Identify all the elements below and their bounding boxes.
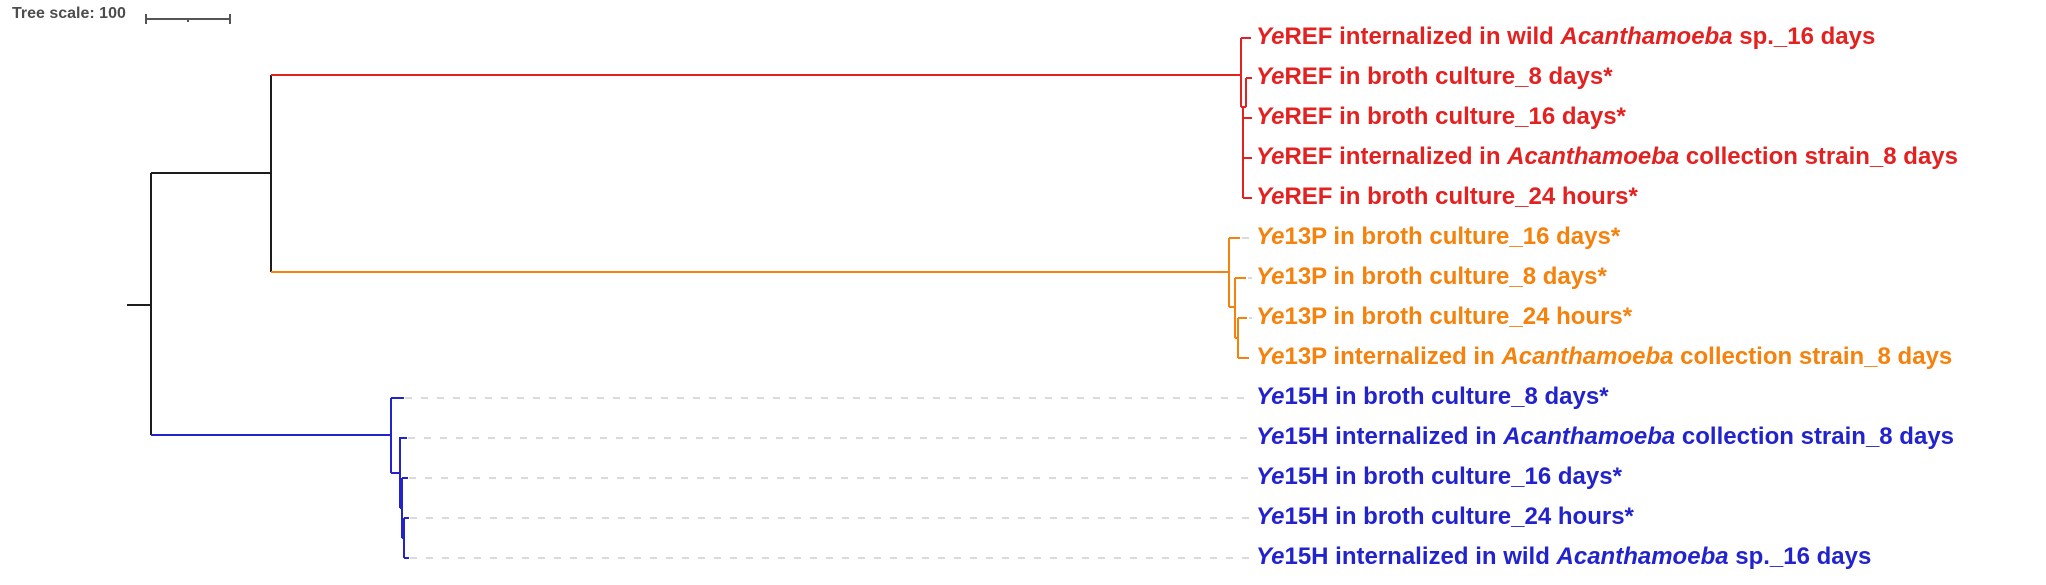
leaf-label-italic-part: Acanthamoeba [1503,422,1676,450]
leaf-label-part: 15H in broth culture_24 hours* [1284,502,1634,530]
leaf-label-italic-part: Ye [1256,542,1285,570]
tree-scale-label: Tree scale: 100 [12,5,126,22]
leaf-label-part: REF in broth culture_16 days* [1284,102,1626,130]
leaf-label-italic-part: Ye [1256,182,1285,210]
leaf-label-italic-part: Ye [1256,102,1285,130]
leaf-label-italic-part: Ye [1256,62,1285,90]
leaf-label-part: REF internalized in [1284,142,1508,170]
leaf-label-yeref-2: YeREF in broth culture_16 days* [1256,103,1626,131]
leaf-label-italic-part: Ye [1256,262,1285,290]
leaf-label-part: REF in broth culture_24 hours* [1284,182,1638,210]
leaf-label-italic-part: Acanthamoeba [1560,22,1733,50]
leaf-label-italic-part: Ye [1256,422,1285,450]
leaf-label-part: 13P in broth culture_24 hours* [1284,302,1633,330]
leaf-label-part: 13P in broth culture_16 days* [1284,222,1621,250]
leaf-label-ye13p-7: Ye13P in broth culture_24 hours* [1256,303,1632,331]
leaf-label-ye13p-6: Ye13P in broth culture_8 days* [1256,263,1607,291]
leaf-label-yeref-3: YeREF internalized in Acanthamoeba colle… [1256,143,1958,171]
leaf-label-part: 15H in broth culture_8 days* [1284,382,1609,410]
leaf-label-part: 15H in broth culture_16 days* [1284,462,1622,490]
leaf-label-italic-part: Ye [1256,302,1285,330]
leaf-label-italic-part: Acanthamoeba [1501,342,1674,370]
leaf-label-part: collection strain_8 days [1673,342,1953,370]
leaf-label-italic-part: Ye [1256,22,1285,50]
leaf-label-italic-part: Ye [1256,142,1285,170]
leaf-label-ye13p-8: Ye13P internalized in Acanthamoeba colle… [1256,343,1952,371]
leaf-label-part: collection strain_8 days [1675,422,1955,450]
leaf-label-part: 13P internalized in [1284,342,1502,370]
leaf-label-italic-part: Acanthamoeba [1556,542,1729,570]
leaf-label-part: 13P in broth culture_8 days* [1284,262,1607,290]
leaf-label-part: 15H internalized in [1284,422,1504,450]
leaf-label-part: REF in broth culture_8 days* [1284,62,1613,90]
leaf-label-yeref-4: YeREF in broth culture_24 hours* [1256,183,1638,211]
leaf-label-ye15h-12: Ye15H in broth culture_24 hours* [1256,503,1634,531]
leaf-label-part: collection strain_8 days [1679,142,1958,170]
leaf-label-ye15h-13: Ye15H internalized in wild Acanthamoeba … [1256,543,1871,571]
leaf-label-italic-part: Ye [1256,342,1285,370]
leaf-label-part: sp._16 days [1728,542,1872,570]
leaf-label-ye15h-11: Ye15H in broth culture_16 days* [1256,463,1622,491]
leaf-label-italic-part: Ye [1256,382,1285,410]
leaf-label-yeref-1: YeREF in broth culture_8 days* [1256,63,1613,91]
leaf-label-italic-part: Ye [1256,462,1285,490]
leaf-label-part: REF internalized in wild [1284,22,1561,50]
leaf-label-italic-part: Ye [1256,502,1285,530]
leaf-label-ye13p-5: Ye13P in broth culture_16 days* [1256,223,1620,251]
leaf-label-italic-part: Acanthamoeba [1507,142,1680,170]
leaf-label-part: 15H internalized in wild [1284,542,1557,570]
leaf-label-yeref-0: YeREF internalized in wild Acanthamoeba … [1256,23,1875,51]
leaf-label-part: sp._16 days [1732,22,1876,50]
leaf-label-ye15h-9: Ye15H in broth culture_8 days* [1256,383,1609,411]
leaf-label-italic-part: Ye [1256,222,1285,250]
leaf-label-ye15h-10: Ye15H internalized in Acanthamoeba colle… [1256,423,1954,451]
